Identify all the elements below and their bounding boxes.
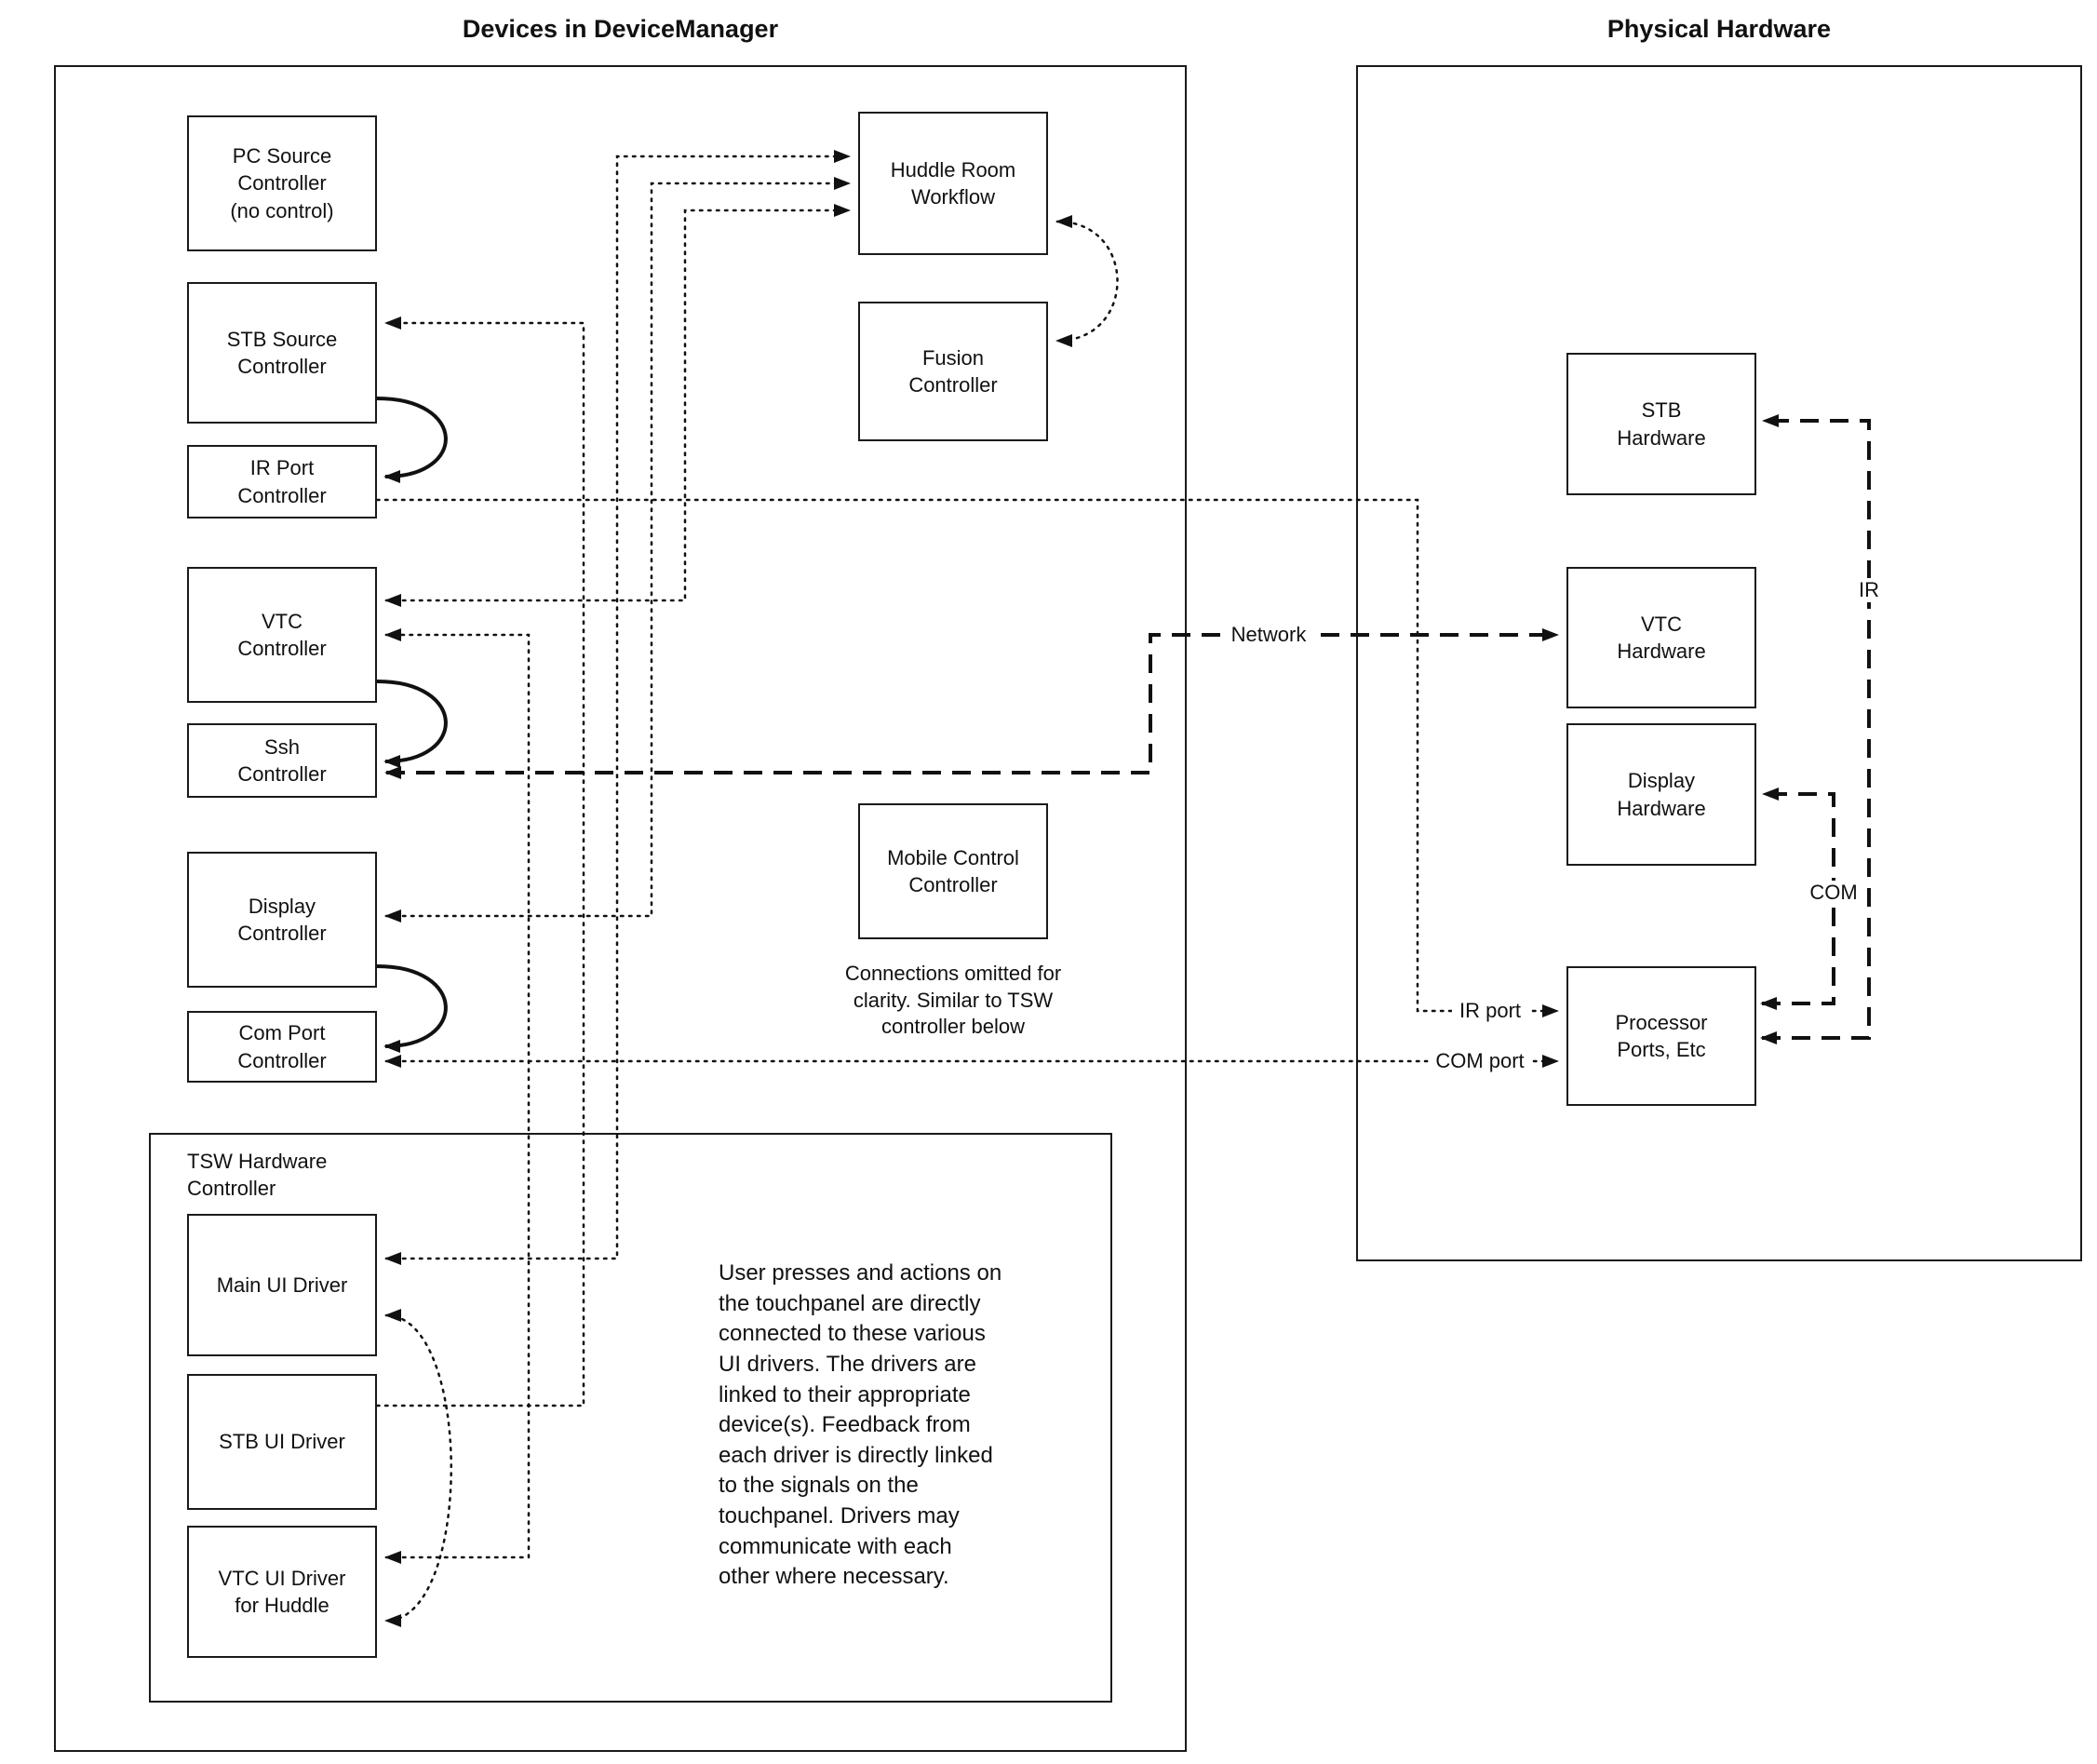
stb-source-controller-box: STB Source Controller: [187, 282, 377, 424]
tsw-note-text: User presses and actions on the touchpan…: [719, 1260, 1002, 1590]
connection-ir-port-to-processor: [375, 498, 1559, 1017]
ir-line-label: IR: [1851, 578, 1887, 602]
connection-main-ui-to-vtc-ui: [384, 1309, 452, 1627]
com-port-line-label: COM port: [1428, 1049, 1532, 1073]
mobile-control-controller-box: Mobile Control Controller: [858, 803, 1048, 939]
processor-ports-box: Processor Ports, Etc: [1566, 966, 1756, 1106]
device-manager-container: [54, 65, 1187, 1752]
display-controller-box: Display Controller: [187, 852, 377, 988]
connection-network-ssh-to-vtc-hw: [384, 628, 1559, 779]
connection-vtc-ui-to-vtc: [384, 628, 531, 1564]
vtc-ui-driver-box: VTC UI Driver for Huddle: [187, 1526, 377, 1658]
com-line-label: COM: [1802, 881, 1865, 905]
connection-vtc-to-ssh: [376, 680, 448, 768]
fusion-controller-box: Fusion Controller: [858, 302, 1048, 441]
vtc-hardware-box: VTC Hardware: [1566, 567, 1756, 708]
connection-com-processor-to-display-hw: [1760, 788, 1835, 1010]
com-port-controller-box: Com Port Controller: [187, 1011, 377, 1083]
pc-source-controller-box: PC Source Controller (no control): [187, 115, 377, 251]
huddle-room-workflow-box: Huddle Room Workflow: [858, 112, 1048, 255]
stb-ui-driver-box: STB UI Driver: [187, 1374, 377, 1510]
ir-port-line-label: IR port: [1451, 999, 1529, 1023]
ssh-controller-box: Ssh Controller: [187, 723, 377, 798]
physical-hardware-title: Physical Hardware: [1606, 15, 1832, 43]
mobile-control-note-text: Connections omitted for clarity. Similar…: [844, 962, 1062, 1039]
ir-port-controller-box: IR Port Controller: [187, 445, 377, 518]
tsw-hardware-controller-label: TSW Hardware Controller: [187, 1150, 328, 1200]
connection-display-to-com-port: [376, 964, 448, 1053]
connection-vtc-to-huddle: [384, 204, 851, 607]
display-hardware-box: Display Hardware: [1566, 723, 1756, 866]
device-manager-title: Devices in DeviceManager: [462, 15, 779, 43]
main-ui-driver-box: Main UI Driver: [187, 1214, 377, 1356]
connection-ir-processor-to-stb-hw: [1760, 414, 1871, 1044]
vtc-controller-box: VTC Controller: [187, 567, 377, 703]
network-line-label: Network: [1223, 623, 1314, 647]
connection-huddle-to-fusion: [1055, 215, 1119, 347]
stb-hardware-box: STB Hardware: [1566, 353, 1756, 495]
connection-stb-source-to-ir-port: [376, 397, 448, 483]
connection-stb-ui-to-stb-source: [375, 316, 585, 1407]
connection-main-ui-to-huddle: [384, 150, 851, 1265]
